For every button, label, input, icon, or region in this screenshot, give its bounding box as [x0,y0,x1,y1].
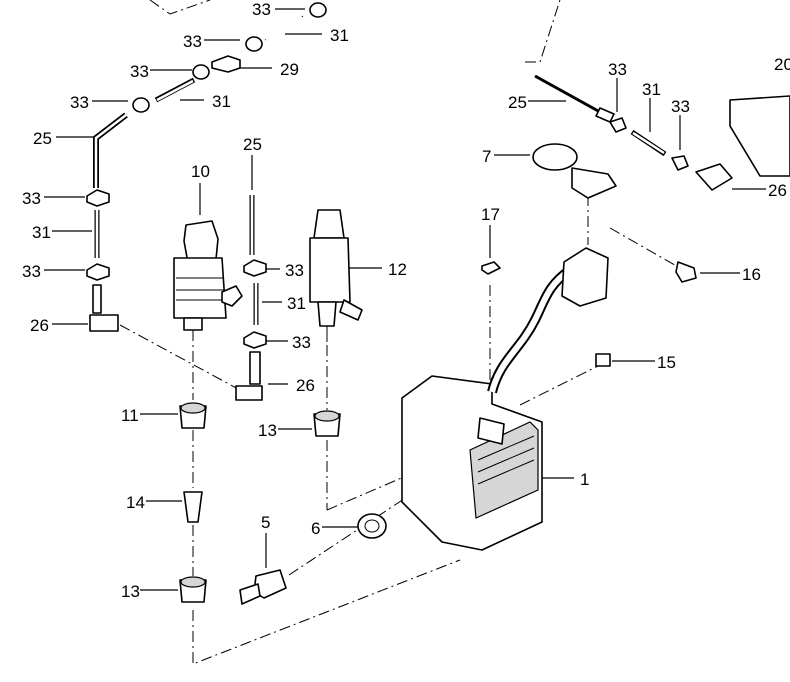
grommets-and-seals [179,402,387,603]
level-sensor-5 [239,569,287,605]
callout-16: 16 [742,265,761,284]
callout-33i: 33 [608,60,627,79]
callout-31c: 31 [212,92,231,111]
callout-14: 14 [126,493,145,512]
callout-31f: 31 [642,80,661,99]
callout-7: 7 [482,147,491,166]
callout-33c: 33 [130,62,149,81]
callout-17: 17 [481,205,500,224]
callout-15: 15 [657,353,676,372]
assembly-lines [119,0,681,665]
callout-6: 6 [311,519,320,538]
callout-12: 12 [388,260,407,279]
callout-33j: 33 [671,97,690,116]
callout-33f: 33 [22,262,41,281]
cap-7 [532,143,617,199]
callout-33g: 33 [285,261,304,280]
callout-1: 1 [580,470,589,489]
callout-13a: 13 [258,421,277,440]
callout-29: 29 [280,60,299,79]
fasteners [481,261,697,367]
callout-20: 20 [774,55,790,74]
hose-set-right [534,74,790,191]
callout-13b: 13 [121,582,140,601]
callout-25b: 25 [243,135,262,154]
callout-26a: 26 [30,316,49,335]
callout-31a: 31 [330,26,349,45]
callout-25c: 25 [508,93,527,112]
callout-31d: 31 [32,223,51,242]
callout-26c: 26 [768,181,787,200]
callout-31e: 31 [287,294,306,313]
callout-33e: 33 [22,189,41,208]
pump-10 [173,220,243,331]
pump-12 [309,209,363,342]
callout-labels: 33 31 33 33 29 33 31 25 33 31 33 26 10 2… [22,0,790,601]
callout-10: 10 [191,162,210,181]
callout-33b: 33 [183,32,202,51]
callout-33a: 33 [252,0,271,19]
hose-set-middle [235,195,267,401]
reservoir-1 [401,247,609,551]
callout-33h: 33 [292,333,311,352]
hose-set-upper [86,2,327,332]
leader-lines [44,8,766,591]
callout-33d: 33 [70,93,89,112]
callout-11: 11 [121,406,139,425]
callout-26b: 26 [296,376,315,395]
callout-25a: 25 [33,129,52,148]
callout-5: 5 [261,513,270,532]
